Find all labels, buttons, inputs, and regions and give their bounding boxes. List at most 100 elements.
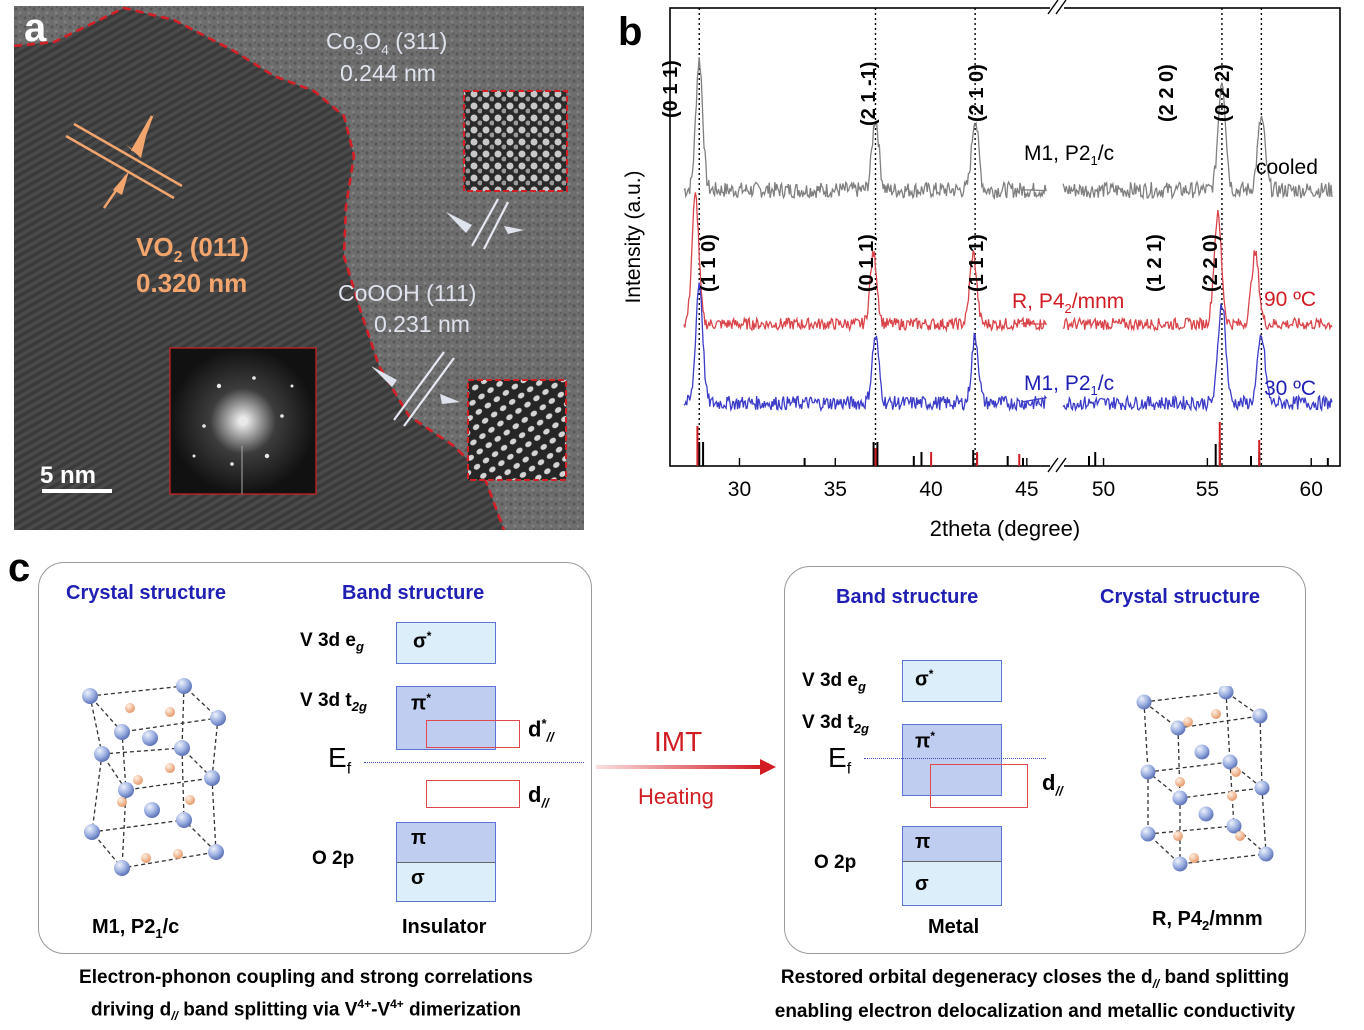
left-t2g-text: V 3d t — [300, 690, 352, 711]
right-ef-text: E — [828, 742, 847, 773]
right-band-header: Band structure — [836, 586, 979, 608]
left-d-par-band — [426, 780, 520, 808]
left-phase-label: M1, P21/c — [92, 916, 180, 941]
panel-letter-b: b — [618, 10, 643, 54]
left-o2p-band: π σ — [396, 822, 496, 902]
right-crystal-header: Crystal structure — [1100, 586, 1261, 608]
caption-left-2b: band splitting via V — [177, 999, 358, 1021]
left-eg-text: V 3d e — [300, 630, 356, 651]
right-ef-label: Ef — [828, 742, 851, 779]
caption-left-line1: Electron-phonon coupling and strong corr… — [79, 967, 533, 988]
phase-label-cooled: M1, P21/c — [1024, 142, 1115, 169]
caption-right-line1: Restored orbital degeneracy closes the d… — [780, 967, 1290, 991]
x-tick-label: 60 — [1300, 478, 1323, 501]
caption-left-2a: driving d — [91, 999, 172, 1021]
series-line-2 — [683, 282, 1333, 413]
peak-label-top-0: (0 1 1) — [660, 60, 682, 118]
crystal-structure-r — [1136, 686, 1274, 872]
left-d-star-text: d — [528, 716, 542, 742]
phase-hot-text: R, P4 — [1012, 290, 1065, 313]
peak-label-top-2: (2 1 0) — [966, 64, 988, 122]
axis-break-bottom-gap — [1050, 460, 1064, 472]
phase-cooled-suffix: /c — [1097, 142, 1115, 165]
left-d-par-label: d// — [528, 782, 549, 811]
right-eg-sub: g — [857, 678, 866, 694]
co3o4-d-spacing: 0.244 nm — [340, 60, 436, 86]
co3o4-text: Co — [326, 28, 356, 54]
x-tick-label: 55 — [1196, 478, 1219, 501]
metal-box — [784, 566, 1306, 954]
right-sigma-star-text: σ* — [915, 667, 934, 691]
vo2-label-text: VO — [136, 232, 174, 262]
right-phase-label: R, P42/mnm — [1152, 908, 1263, 933]
left-phase-text: M1, P2 — [92, 916, 156, 938]
peak-label-mid-4: (2 2 0) — [1200, 234, 1222, 292]
left-band-header: Band structure — [342, 582, 485, 604]
x-tick-label: 50 — [1092, 478, 1115, 501]
right-pi-text: π — [915, 831, 931, 853]
right-sigma-text: σ — [915, 873, 929, 895]
peak-label-top-3: (2 2 0) — [1156, 64, 1178, 122]
right-phase-suffix: /mnm — [1209, 908, 1263, 930]
right-t2g-text: V 3d t — [802, 712, 854, 733]
crystal-structure-m1 — [82, 678, 226, 876]
heating-label: Heating — [638, 784, 714, 809]
axis-break-mark — [1055, 457, 1067, 473]
panel-letter-c: c — [8, 546, 31, 590]
right-d-par-text: d — [1042, 770, 1056, 795]
left-t2g-sub: 2g — [351, 698, 367, 714]
insulator-box — [38, 562, 592, 954]
caption-right: Restored orbital degeneracy closes the d… — [712, 964, 1358, 1025]
peak-label-top-4: (0 2 2) — [1212, 64, 1234, 122]
right-t2g-sub: 2g — [853, 720, 869, 736]
right-eg-text: V 3d e — [802, 670, 858, 691]
axis-break-mark — [1055, 0, 1067, 15]
phase-hot-suffix: /mnm — [1071, 290, 1125, 313]
imt-label: IMT — [654, 726, 703, 757]
right-o2p-label: O 2p — [814, 852, 857, 873]
vo2-d-spacing: 0.320 nm — [136, 268, 248, 298]
cooh-d-spacing: 0.231 nm — [374, 311, 470, 337]
cooh-label: CoOOH (111) — [338, 280, 477, 306]
series-line-0 — [683, 57, 1333, 201]
axis-break-mark — [1047, 0, 1059, 15]
vo2-label: VO2 (011) — [136, 232, 249, 267]
x-tick-label: 35 — [824, 478, 847, 501]
left-ef-sub: f — [346, 760, 352, 778]
vo2-hkl: (011) — [189, 232, 249, 262]
peak-label-mid-0: (1 1 0) — [698, 234, 720, 292]
right-phase-text: R, P4 — [1152, 908, 1203, 930]
right-pi-star-glyph: π — [915, 730, 931, 753]
peak-label-top-1: (2 1 -1) — [858, 61, 880, 126]
tem-image — [14, 6, 584, 530]
right-t2g-label: V 3d t2g — [802, 712, 869, 736]
right-sigma-star-band: σ* — [902, 660, 1002, 702]
right-d-par-label: d// — [1042, 770, 1063, 799]
phase-rt-text: M1, P2 — [1024, 372, 1091, 395]
co3o4-label: Co3O4 (311) — [326, 28, 448, 58]
caption-left: Electron-phonon coupling and strong corr… — [6, 964, 606, 1030]
caption-right-1a: Restored orbital degeneracy closes the d — [780, 967, 1153, 988]
right-pi-star-text: π* — [915, 729, 935, 753]
axis-break-top-gap — [1050, 2, 1064, 14]
left-ef-label: Ef — [328, 742, 351, 779]
caption-right-1b: band splitting — [1159, 967, 1290, 988]
phase-cooled-text: M1, P2 — [1024, 142, 1091, 165]
co3o4-hkl: (311) — [395, 28, 448, 54]
right-fermi-line — [864, 758, 1046, 759]
left-d-star-label: d*// — [528, 716, 554, 745]
caption-left-2d: dimerization — [403, 999, 521, 1021]
right-eg-label: V 3d eg — [802, 670, 866, 694]
left-crystal-header: Crystal structure — [66, 582, 227, 604]
tag-rt: 30 ºC — [1264, 377, 1317, 400]
y-axis-label: Intensity (a.u.) — [622, 170, 645, 303]
phase-label-rt: M1, P21/c — [1024, 372, 1115, 399]
right-ef-sub: f — [846, 760, 852, 778]
phase-label-hot: R, P42/mnm — [1012, 290, 1125, 317]
caption-left-2c: -V — [371, 999, 391, 1021]
left-pi-star-text: π* — [411, 691, 431, 715]
left-ef-text: E — [328, 742, 347, 773]
left-pi-star-band: π* — [396, 686, 496, 750]
left-t2g-label: V 3d t2g — [300, 690, 367, 714]
